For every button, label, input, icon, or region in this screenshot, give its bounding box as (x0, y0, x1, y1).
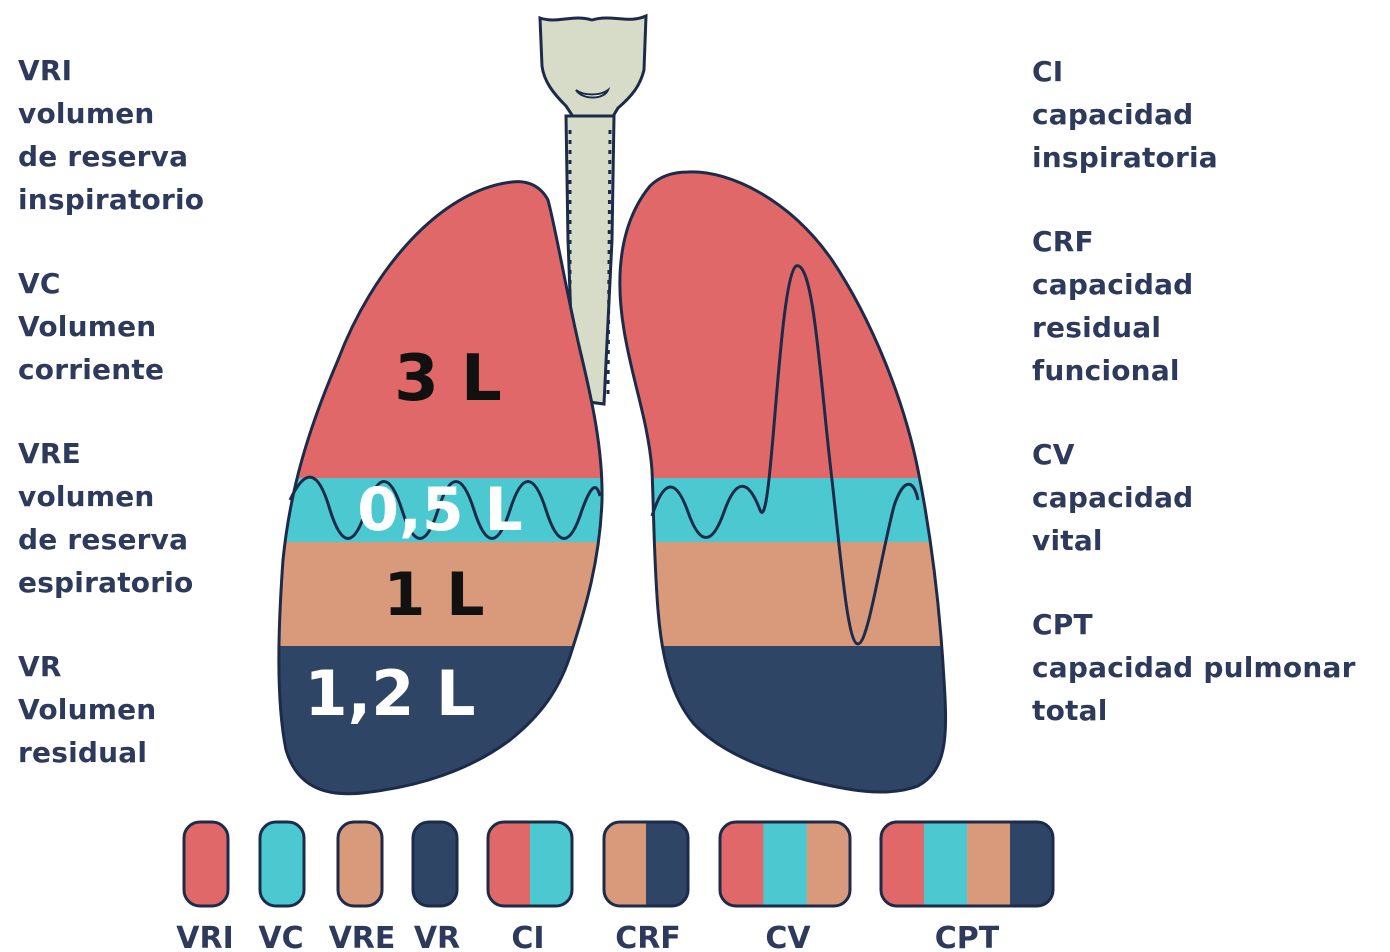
volume-label-vri: 3 L (394, 342, 502, 416)
key-swatch-vri: VRI (176, 822, 233, 952)
key-segment-vre (807, 822, 851, 906)
key-label-vre: VRE (329, 921, 396, 952)
key-segment-vri (720, 822, 764, 906)
key-label-ci: CI (511, 921, 544, 952)
band-vri (600, 150, 980, 480)
volume-label-vr: 1,2 L (305, 657, 476, 730)
key-swatch-cv: CV (720, 822, 851, 952)
key-label-vc: VC (258, 921, 303, 952)
right-lung (600, 150, 980, 826)
key-segment-vc (530, 822, 573, 906)
key-label-crf: CRF (615, 921, 681, 952)
key-label-vr: VR (414, 921, 460, 952)
key-label-cpt: CPT (935, 921, 1000, 952)
volume-label-vre: 1 L (384, 560, 485, 630)
key-swatch-vre: VRE (329, 822, 396, 952)
key-swatch-crf: CRF (604, 822, 689, 952)
key-segment-vri (881, 822, 925, 906)
key-swatch-ci: CI (488, 822, 573, 952)
key-swatch-cpt: CPT (881, 822, 1054, 952)
key-segment-vr (646, 822, 689, 906)
key-label-cv: CV (765, 921, 811, 952)
band-vc (600, 478, 980, 542)
key-segment-vc (763, 822, 807, 906)
key-segment-vri (488, 822, 531, 906)
key-swatch-vr: VR (413, 822, 460, 952)
key-segment-vri (184, 822, 229, 906)
key-segment-vc (260, 822, 305, 906)
key-segment-vc (924, 822, 968, 906)
key-segment-vre (604, 822, 647, 906)
key-segment-vr (1010, 822, 1054, 906)
band-vr (600, 646, 980, 826)
key-label-vri: VRI (176, 921, 233, 952)
color-key: VRI VC VRE VR CI CRF CV CPT (176, 822, 1053, 952)
key-segment-vre (967, 822, 1011, 906)
key-segment-vre (338, 822, 383, 906)
volume-label-vc: 0,5 L (357, 475, 522, 545)
key-swatch-vc: VC (258, 822, 304, 952)
key-segment-vr (413, 822, 458, 906)
trachea-top (540, 16, 646, 118)
